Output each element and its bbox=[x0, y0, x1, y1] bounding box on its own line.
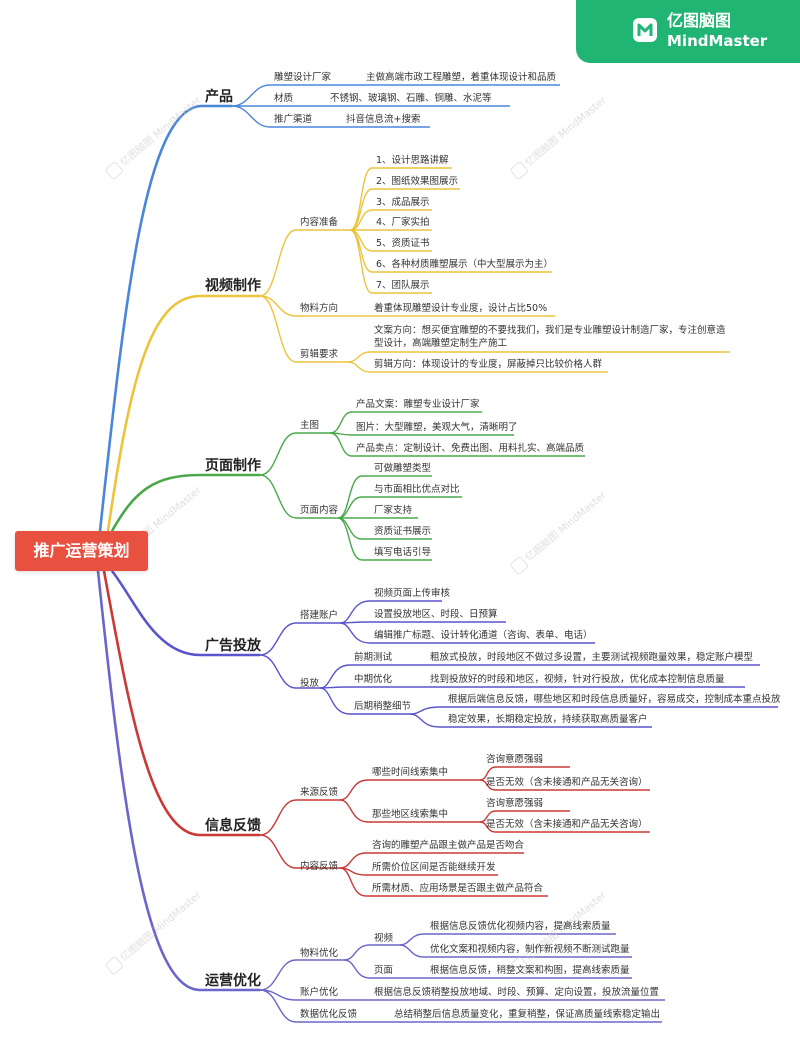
topic-node[interactable]: 内容反馈 bbox=[300, 861, 339, 872]
branch-page[interactable]: 页面制作 bbox=[205, 458, 261, 474]
branch-product[interactable]: 产品 bbox=[205, 89, 233, 105]
topic-node[interactable]: 产品卖点：定制设计、免费出图、用料扎实、高端品质 bbox=[356, 443, 585, 454]
branch-line-feedback bbox=[102, 570, 260, 837]
topic-node[interactable]: 资质证书展示 bbox=[374, 526, 432, 537]
topic-node[interactable]: 物料优化 bbox=[300, 948, 339, 959]
topic-node[interactable]: 所需材质、应用场景是否跟主做产品符合 bbox=[372, 883, 544, 894]
brand-name-cn: 亿图脑图 bbox=[667, 11, 732, 30]
brand-name-en: MindMaster bbox=[667, 32, 768, 50]
topic-node[interactable]: 咨询的雕塑产品跟主做产品是否吻合 bbox=[372, 840, 525, 851]
topic-node[interactable]: 型设计，高端雕塑定制生产施工 bbox=[374, 338, 508, 349]
topic-node[interactable]: 剪辑方向：体现设计的专业度，屏蔽掉只比较价格人群 bbox=[374, 359, 603, 370]
topic-node[interactable]: 产品文案：雕塑专业设计厂家 bbox=[356, 399, 480, 410]
topic-node[interactable]: 后期稍整细节 bbox=[354, 701, 412, 712]
topic-node[interactable]: 数据优化反馈 bbox=[300, 1009, 358, 1020]
topic-node[interactable]: 6、各种材质雕塑展示（中大型展示为主） bbox=[376, 259, 554, 270]
topic-node[interactable]: 页面内容 bbox=[300, 505, 339, 516]
topic-node[interactable]: 主图 bbox=[300, 420, 320, 431]
branch-feedback[interactable]: 信息反馈 bbox=[205, 818, 261, 834]
topic-node[interactable]: 视频页面上传审核 bbox=[374, 588, 451, 599]
topic-node[interactable]: 3、成品展示 bbox=[376, 197, 430, 208]
topic-node[interactable]: 编辑推广标题、设计转化通道（咨询、表单、电话） bbox=[374, 630, 593, 641]
topic-node[interactable]: 图片：大型雕塑，美观大气，清晰明了 bbox=[356, 422, 518, 433]
topic-node[interactable]: 设置投放地区、时段、日预算 bbox=[374, 609, 498, 620]
topic-node[interactable]: 物料方向 bbox=[300, 303, 339, 314]
topic-node[interactable]: 雕塑设计厂家 bbox=[274, 72, 332, 83]
branch-line-product bbox=[98, 104, 232, 532]
topic-node[interactable]: 7、团队展示 bbox=[376, 280, 430, 291]
branch-ads[interactable]: 广告投放 bbox=[205, 638, 261, 654]
topic-node[interactable]: 材质 bbox=[274, 93, 294, 104]
topic-node[interactable]: 根据信息反馈优化视频内容，提高线索质量 bbox=[430, 921, 611, 932]
topic-node[interactable]: 咨询意愿强弱 bbox=[486, 754, 544, 765]
topic-node[interactable]: 厂家支持 bbox=[374, 505, 413, 516]
topic-node[interactable]: 是否无效（含未接通和产品无关咨询） bbox=[486, 819, 648, 830]
branch-ops[interactable]: 运营优化 bbox=[205, 973, 261, 989]
topic-node[interactable]: 2、图纸效果图展示 bbox=[376, 176, 459, 187]
topic-node[interactable]: 文案方向：想买便宜雕塑的不要找我们，我们是专业雕塑设计制造厂家，专注创意造 bbox=[374, 325, 726, 336]
branch-line-ads bbox=[110, 570, 260, 657]
topic-node[interactable]: 推广渠道 bbox=[274, 114, 313, 125]
branch-line-video bbox=[106, 294, 260, 532]
branch-line-ops bbox=[96, 570, 260, 992]
topic-node[interactable]: 视频 bbox=[374, 933, 394, 944]
topic-node[interactable]: 中期优化 bbox=[354, 674, 393, 685]
topic-node[interactable]: 搭建账户 bbox=[300, 610, 339, 621]
topic-node[interactable]: 不锈钢、玻璃钢、石雕、铜雕、水泥等 bbox=[330, 93, 492, 104]
topic-node[interactable]: 根据信息反馈稍整投放地域、时段、预算、定向设置，投放流量位置 bbox=[374, 987, 660, 998]
branch-video[interactable]: 视频制作 bbox=[205, 278, 261, 294]
topic-node[interactable]: 所需价位区间是否能继续开发 bbox=[372, 862, 496, 873]
topic-node[interactable]: 剪辑要求 bbox=[300, 349, 339, 360]
topic-node[interactable]: 投放 bbox=[300, 678, 320, 689]
topic-node[interactable]: 根据后端信息反馈，哪些地区和时段信息质量好，容易成交，控制成本重点投放 bbox=[448, 694, 781, 705]
topic-node[interactable]: 总结稍整后信息质量变化，重复稍整，保证高质量线索稳定输出 bbox=[394, 1009, 661, 1020]
topic-node[interactable]: 前期测试 bbox=[354, 652, 393, 663]
topic-node[interactable]: 哪些时间线索集中 bbox=[372, 767, 449, 778]
topic-node[interactable]: 稳定效果，长期稳定投放，持续获取高质量客户 bbox=[448, 714, 648, 725]
central-topic[interactable]: 推广运营策划 bbox=[15, 531, 148, 571]
topic-node[interactable]: 着重体现雕塑设计专业度，设计占比50% bbox=[374, 303, 548, 314]
topic-node[interactable]: 抖音信息流+搜索 bbox=[346, 114, 421, 125]
topic-node[interactable]: 可做雕塑类型 bbox=[374, 463, 432, 474]
topic-node[interactable]: 填写电话引导 bbox=[374, 547, 432, 558]
topic-node[interactable]: 来源反馈 bbox=[300, 787, 339, 798]
topic-node[interactable]: 内容准备 bbox=[300, 217, 339, 228]
topic-node[interactable]: 咨询意愿强弱 bbox=[486, 798, 544, 809]
topic-node[interactable]: 1、设计思路讲解 bbox=[376, 155, 449, 166]
topic-node[interactable]: 是否无效（含未接通和产品无关咨询） bbox=[486, 777, 648, 788]
mindmaster-logo-icon bbox=[633, 18, 657, 42]
topic-node[interactable]: 主做高端市政工程雕塑，着重体现设计和品质 bbox=[366, 72, 557, 83]
topic-node[interactable]: 5、资质证书 bbox=[376, 238, 430, 249]
topic-node[interactable]: 账户优化 bbox=[300, 987, 339, 998]
brand-badge: 亿图脑图 MindMaster bbox=[576, 0, 800, 63]
topic-node[interactable]: 优化文案和视频内容，制作新视频不断测试跑量 bbox=[430, 944, 630, 955]
topic-node[interactable]: 与市面相比优点对比 bbox=[374, 484, 460, 495]
topic-node[interactable]: 粗放式投放，时段地区不做过多设置，主要测试视频跑量效果，稳定账户模型 bbox=[430, 652, 754, 663]
topic-node[interactable]: 页面 bbox=[374, 965, 394, 976]
topic-node[interactable]: 4、厂家实拍 bbox=[376, 217, 430, 228]
topic-node[interactable]: 找到投放好的时段和地区，视频，针对行投放，优化成本控制信息质量 bbox=[430, 674, 725, 685]
branch-line-page bbox=[110, 473, 260, 532]
topic-node[interactable]: 根据信息反馈，稍整文案和构图，提高线索质量 bbox=[430, 965, 630, 976]
topic-node[interactable]: 那些地区线索集中 bbox=[372, 809, 449, 820]
